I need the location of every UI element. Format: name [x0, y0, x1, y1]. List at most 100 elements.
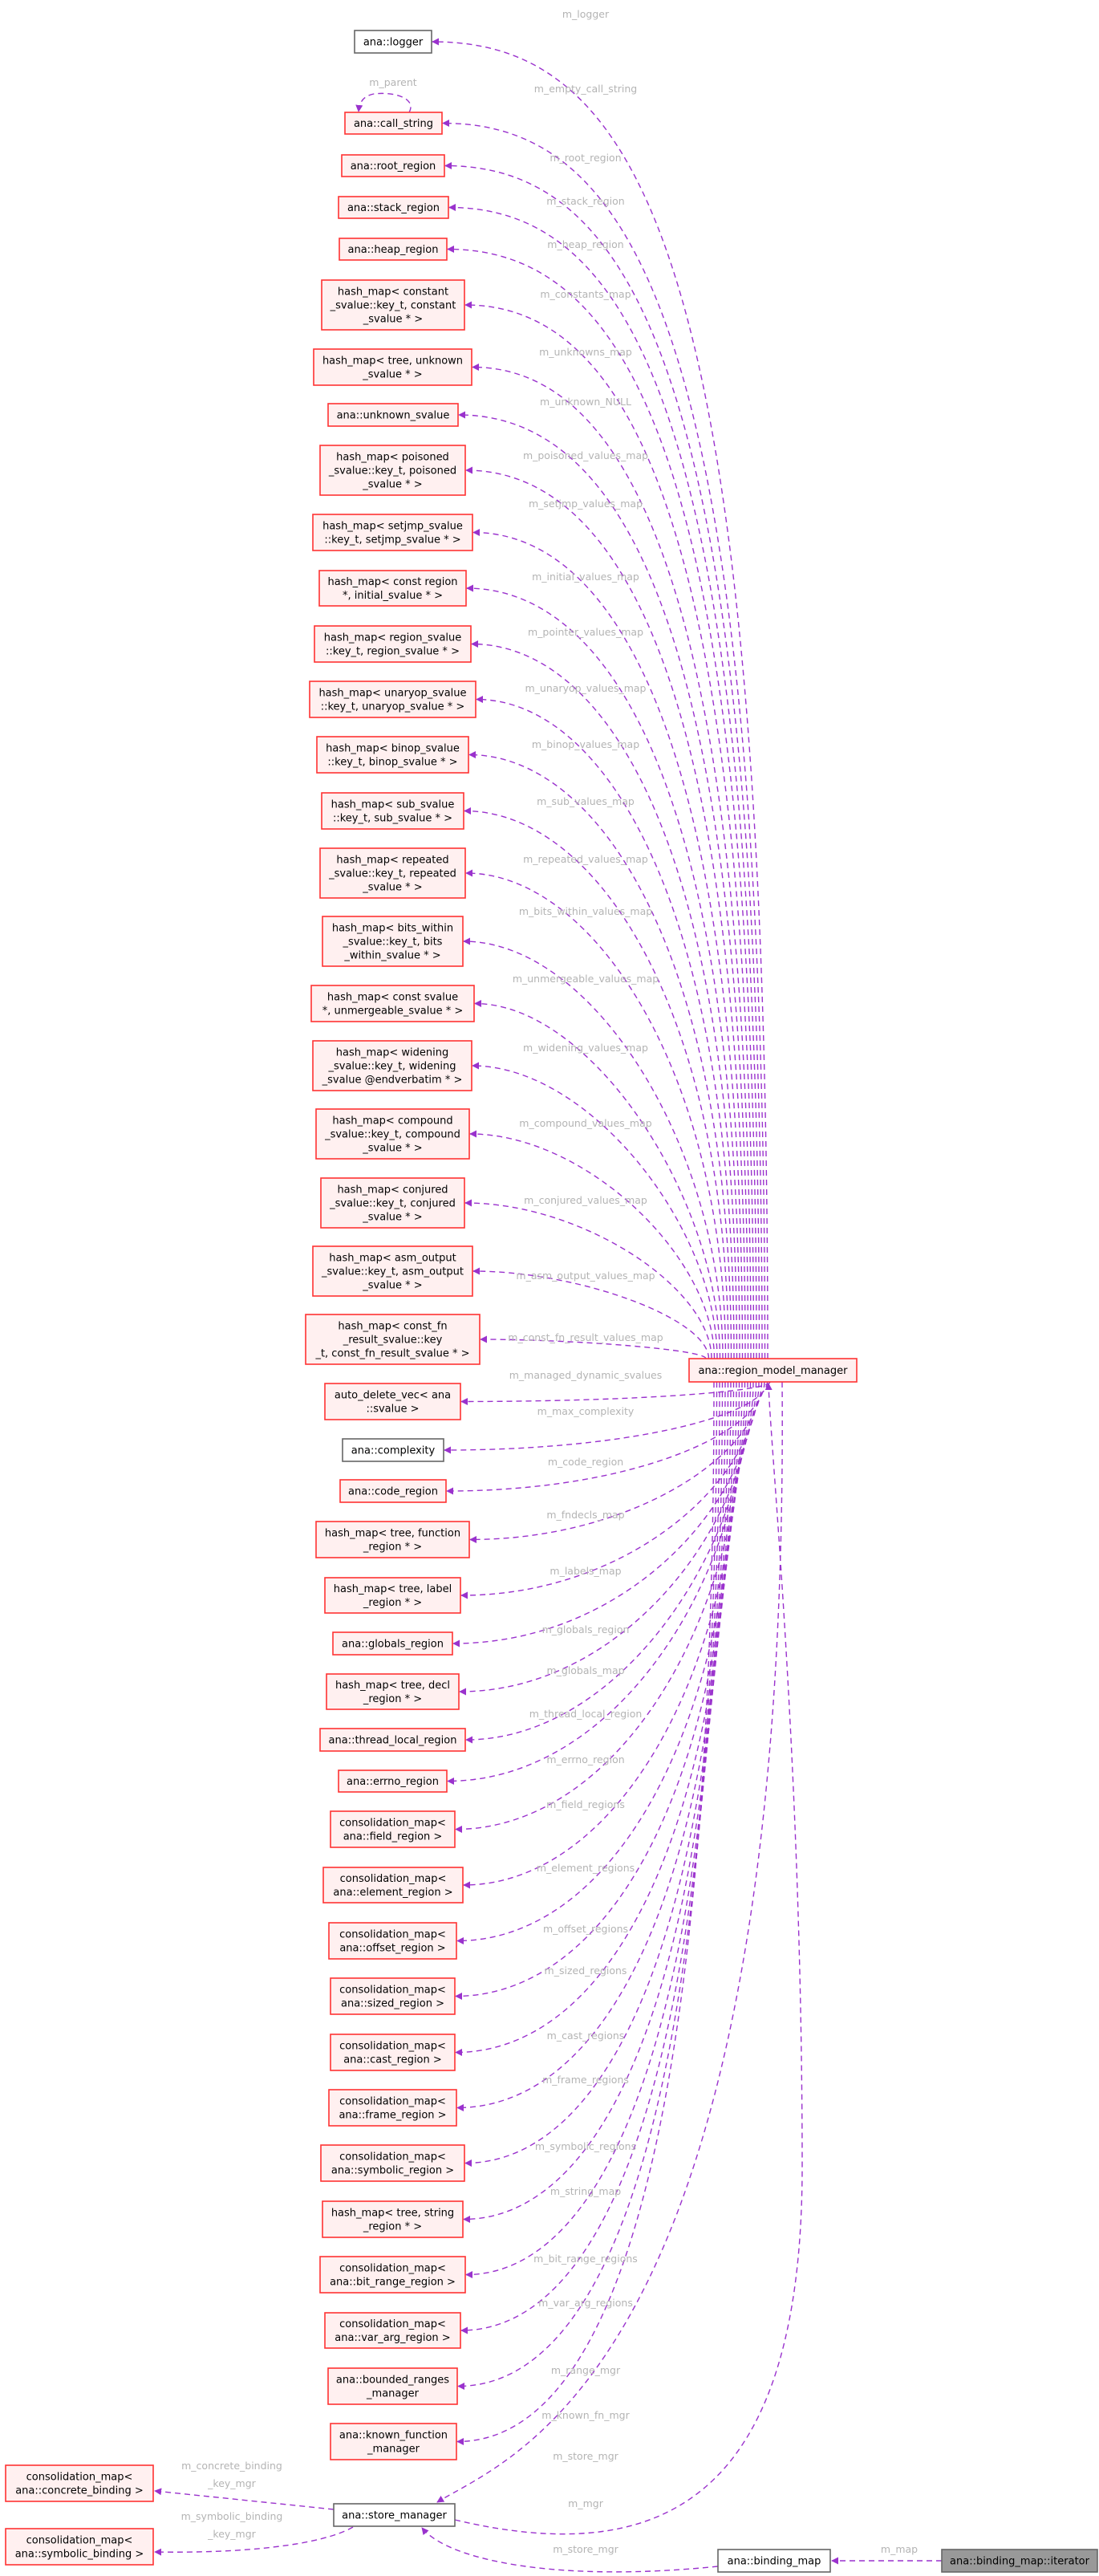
class-box[interactable]: [309, 681, 477, 718]
class-box[interactable]: [313, 348, 472, 386]
class-box[interactable]: [318, 570, 467, 607]
class-node-ana-errno-region[interactable]: ana::errno_region: [338, 1769, 448, 1793]
class-box[interactable]: [305, 1314, 481, 1365]
class-box[interactable]: [342, 1438, 444, 1462]
class-box[interactable]: [324, 1383, 461, 1420]
class-box[interactable]: [320, 2144, 465, 2182]
class-box[interactable]: [330, 1977, 456, 2015]
class-box[interactable]: [322, 2200, 464, 2238]
class-node-ana-stack-region[interactable]: ana::stack_region: [338, 196, 449, 219]
class-box[interactable]: [5, 2528, 154, 2566]
class-node-ana-globals-region[interactable]: ana::globals_region: [332, 1631, 453, 1656]
class-node-hash-map-tree-string-region[interactable]: hash_map< tree, string_region * >: [322, 2200, 464, 2238]
class-box[interactable]: [688, 1358, 858, 1383]
class-node-ana-code-region[interactable]: ana::code_region: [339, 1479, 447, 1503]
class-node-consolidation-map-ana-sized-region[interactable]: consolidation_map<ana::sized_region >: [330, 1977, 456, 2015]
class-node-ana-heap-region[interactable]: ana::heap_region: [339, 238, 448, 261]
class-box[interactable]: [322, 916, 464, 967]
class-node-hash-map-repeated-svalue-key-t-repeated-svalue[interactable]: hash_map< repeated_svalue::key_t, repeat…: [319, 847, 466, 899]
class-box[interactable]: [333, 2503, 456, 2527]
class-box[interactable]: [312, 514, 473, 551]
class-node-hash-map-sub-svalue-key-t-sub-svalue[interactable]: hash_map< sub_svalue::key_t, sub_svalue …: [321, 792, 464, 830]
class-node-hash-map-constant-svalue-key-t-constant-svalue[interactable]: hash_map< constant_svalue::key_t, consta…: [321, 279, 465, 331]
class-box[interactable]: [314, 625, 472, 663]
class-box[interactable]: [339, 238, 448, 261]
class-node-ana-call-string[interactable]: ana::call_string: [344, 112, 443, 135]
class-box[interactable]: [324, 1577, 461, 1614]
class-node-ana-bounded-ranges-manager[interactable]: ana::bounded_ranges_manager: [327, 2367, 458, 2405]
class-node-hash-map-tree-label-region[interactable]: hash_map< tree, label_region * >: [324, 1577, 461, 1614]
class-node-ana-root-region[interactable]: ana::root_region: [341, 154, 445, 177]
class-node-auto-delete-vec-ana-svalue[interactable]: auto_delete_vec< ana::svalue >: [324, 1383, 461, 1420]
class-box[interactable]: [941, 2549, 1098, 2573]
class-node-consolidation-map-ana-field-region[interactable]: consolidation_map<ana::field_region >: [330, 1810, 456, 1848]
class-box[interactable]: [315, 1108, 470, 1160]
class-box[interactable]: [328, 1922, 457, 1960]
class-box[interactable]: [319, 847, 466, 899]
class-node-hash-map-asm-output-svalue-key-t-asm-output-svalue[interactable]: hash_map< asm_output_svalue::key_t, asm_…: [312, 1245, 473, 1297]
class-node-ana-known-function-manager[interactable]: ana::known_function_manager: [330, 2423, 457, 2460]
class-box[interactable]: [327, 403, 459, 427]
class-node-consolidation-map-ana-element-region[interactable]: consolidation_map<ana::element_region >: [322, 1867, 464, 1904]
class-node-hash-map-compound-svalue-key-t-compound-svalue[interactable]: hash_map< compound_svalue::key_t, compou…: [315, 1108, 470, 1160]
class-node-ana-binding-map[interactable]: ana::binding_map: [717, 2549, 831, 2573]
class-node-hash-map-bits-within-svalue-key-t-bits-within-svalue[interactable]: hash_map< bits_within_svalue::key_t, bit…: [322, 916, 464, 967]
class-node-ana-binding-map-iterator[interactable]: ana::binding_map::iterator: [941, 2549, 1098, 2573]
class-node-hash-map-tree-decl-region[interactable]: hash_map< tree, decl_region * >: [326, 1673, 460, 1710]
class-node-ana-unknown-svalue[interactable]: ana::unknown_svalue: [327, 403, 459, 427]
class-node-hash-map-const-region-initial-svalue[interactable]: hash_map< const region*, initial_svalue …: [318, 570, 467, 607]
class-box[interactable]: [312, 1040, 472, 1091]
class-node-consolidation-map-ana-symbolic-region[interactable]: consolidation_map<ana::symbolic_region >: [320, 2144, 465, 2182]
class-box[interactable]: [330, 2423, 457, 2460]
class-box[interactable]: [322, 1867, 464, 1904]
class-node-consolidation-map-ana-concrete-binding[interactable]: consolidation_map<ana::concrete_binding …: [5, 2464, 154, 2502]
class-node-consolidation-map-ana-frame-region[interactable]: consolidation_map<ana::frame_region >: [328, 2089, 457, 2127]
class-box[interactable]: [339, 1479, 447, 1503]
class-node-hash-map-region-svalue-key-t-region-svalue[interactable]: hash_map< region_svalue::key_t, region_s…: [314, 625, 472, 663]
class-box[interactable]: [321, 279, 465, 331]
class-node-hash-map-binop-svalue-key-t-binop-svalue[interactable]: hash_map< binop_svalue::key_t, binop_sva…: [316, 736, 469, 774]
class-box[interactable]: [328, 2089, 457, 2127]
class-box[interactable]: [310, 985, 475, 1022]
class-node-consolidation-map-ana-offset-region[interactable]: consolidation_map<ana::offset_region >: [328, 1922, 457, 1960]
class-box[interactable]: [320, 1177, 465, 1229]
class-box[interactable]: [338, 1769, 448, 1793]
class-box[interactable]: [338, 196, 449, 219]
class-box[interactable]: [315, 1521, 470, 1558]
class-node-ana-thread-local-region[interactable]: ana::thread_local_region: [319, 1728, 466, 1752]
class-box[interactable]: [321, 792, 464, 830]
class-node-hash-map-tree-unknown-svalue[interactable]: hash_map< tree, unknown_svalue * >: [313, 348, 472, 386]
class-node-hash-map-widening-svalue-key-t-widening-svalue-endverbatim[interactable]: hash_map< widening_svalue::key_t, wideni…: [312, 1040, 472, 1091]
class-node-hash-map-setjmp-svalue-key-t-setjmp-svalue[interactable]: hash_map< setjmp_svalue::key_t, setjmp_s…: [312, 514, 473, 551]
class-box[interactable]: [319, 2256, 466, 2294]
class-box[interactable]: [341, 154, 445, 177]
class-node-hash-map-poisoned-svalue-key-t-poisoned-svalue[interactable]: hash_map< poisoned_svalue::key_t, poison…: [319, 445, 466, 496]
class-box[interactable]: [354, 30, 432, 54]
class-node-hash-map-unaryop-svalue-key-t-unaryop-svalue[interactable]: hash_map< unaryop_svalue::key_t, unaryop…: [309, 681, 477, 718]
class-box[interactable]: [717, 2549, 831, 2573]
class-node-ana-logger[interactable]: ana::logger: [354, 30, 432, 54]
class-node-ana-region-model-manager[interactable]: ana::region_model_manager: [688, 1358, 858, 1383]
class-box[interactable]: [344, 112, 443, 135]
class-box[interactable]: [319, 445, 466, 496]
class-box[interactable]: [327, 2367, 458, 2405]
class-box[interactable]: [332, 1631, 453, 1656]
class-node-ana-store-manager[interactable]: ana::store_manager: [333, 2503, 456, 2527]
class-node-consolidation-map-ana-var-arg-region[interactable]: consolidation_map<ana::var_arg_region >: [324, 2312, 461, 2349]
class-node-hash-map-const-fn-result-svalue-key-t-const-fn-result-svalue[interactable]: hash_map< const_fn_result_svalue::key_t,…: [305, 1314, 481, 1365]
class-box[interactable]: [319, 1728, 466, 1752]
class-node-consolidation-map-ana-cast-region[interactable]: consolidation_map<ana::cast_region >: [330, 2034, 456, 2071]
class-node-consolidation-map-ana-symbolic-binding[interactable]: consolidation_map<ana::symbolic_binding …: [5, 2528, 154, 2566]
class-box[interactable]: [312, 1245, 473, 1297]
class-box[interactable]: [324, 2312, 461, 2349]
class-node-hash-map-const-svalue-unmergeable-svalue[interactable]: hash_map< const svalue*, unmergeable_sva…: [310, 985, 475, 1022]
class-box[interactable]: [5, 2464, 154, 2502]
class-box[interactable]: [330, 1810, 456, 1848]
class-node-hash-map-tree-function-region[interactable]: hash_map< tree, function_region * >: [315, 1521, 470, 1558]
class-node-consolidation-map-ana-bit-range-region[interactable]: consolidation_map<ana::bit_range_region …: [319, 2256, 466, 2294]
class-box[interactable]: [316, 736, 469, 774]
class-node-hash-map-conjured-svalue-key-t-conjured-svalue[interactable]: hash_map< conjured_svalue::key_t, conjur…: [320, 1177, 465, 1229]
class-node-ana-complexity[interactable]: ana::complexity: [342, 1438, 444, 1462]
class-box[interactable]: [330, 2034, 456, 2071]
class-box[interactable]: [326, 1673, 460, 1710]
